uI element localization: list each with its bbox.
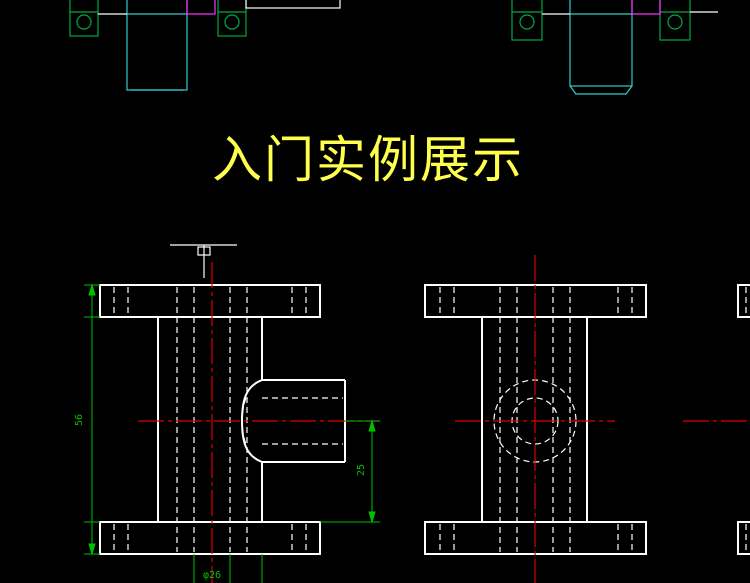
top-right-shaft-assembly	[511, 0, 718, 95]
drawing-title: 入门实例展示	[212, 131, 524, 189]
bearing-right	[659, 0, 691, 41]
spacer-magenta	[631, 0, 661, 15]
side-view-hidden-lines	[439, 287, 633, 552]
top-left-shaft-assembly	[69, 0, 341, 91]
front-view-centerlines	[138, 262, 380, 583]
dim-diameter: φ26	[203, 570, 221, 581]
bottom-flange	[99, 521, 321, 555]
bearing-left	[511, 0, 543, 41]
spacer-magenta	[186, 0, 216, 15]
front-view[interactable]	[99, 284, 346, 555]
top-flange	[99, 284, 321, 318]
dim-height-branch: 25	[356, 464, 367, 476]
side-view-centerlines	[455, 255, 615, 583]
shaft-body	[569, 0, 633, 87]
shaft-extension	[245, 0, 341, 9]
partial-view-right	[737, 284, 750, 555]
bearing-left	[69, 0, 99, 37]
dim-height-total: 56	[74, 414, 85, 426]
dimensions	[84, 283, 380, 583]
surface-finish-symbol	[170, 244, 237, 278]
front-view-hidden-lines	[113, 287, 343, 552]
bearing-right	[217, 0, 247, 37]
